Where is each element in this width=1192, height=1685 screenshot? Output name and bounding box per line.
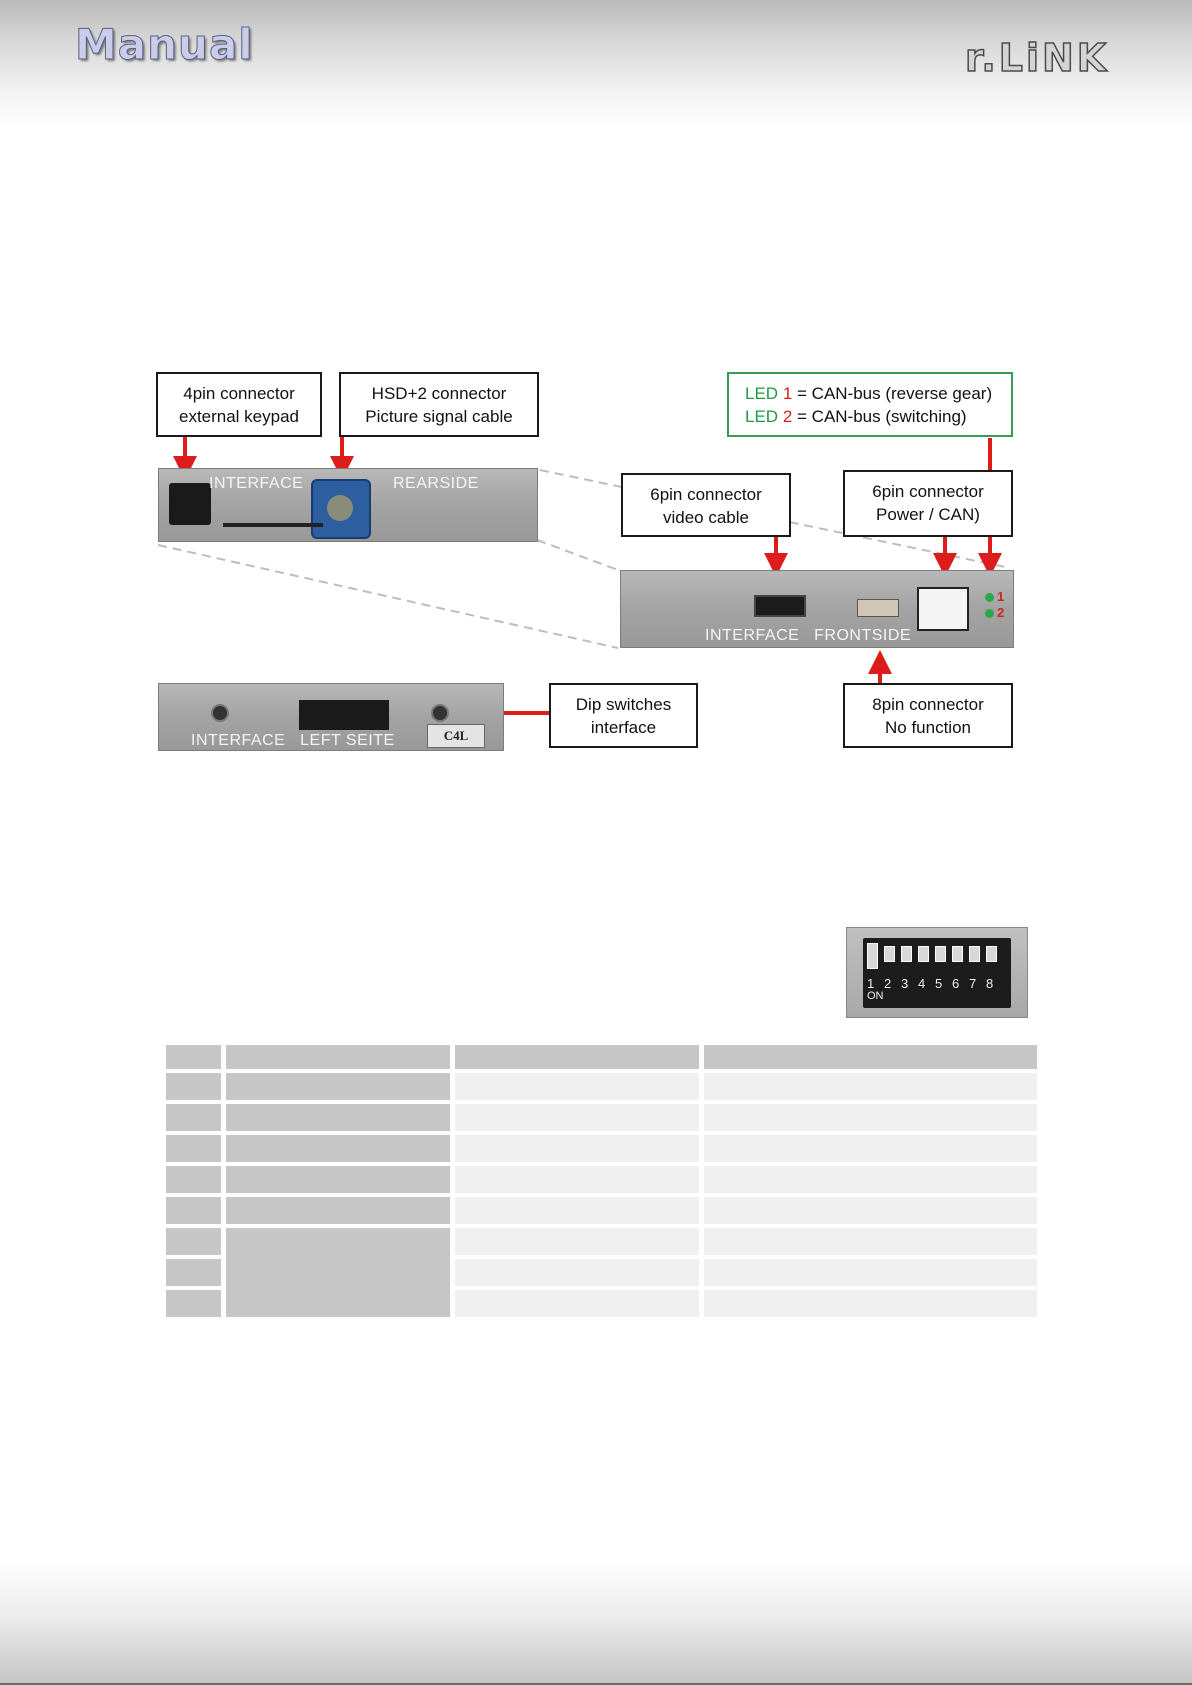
screw-left — [211, 704, 229, 722]
callout-led-legend: LED 1 = CAN-bus (reverse gear) LED 2 = C… — [727, 372, 1013, 437]
dip-switch-6 — [952, 946, 963, 962]
dip-number: 7 — [969, 976, 977, 991]
callout-dip-switches: Dip switches interface — [549, 683, 698, 748]
dip-switch-block — [299, 700, 389, 730]
dip-switch-4 — [918, 946, 929, 962]
dip-switch-5 — [935, 946, 946, 962]
dip-number: 3 — [901, 976, 909, 991]
panel-frontside: 1 2 INTERFACE FRONTSIDE — [620, 570, 1014, 648]
hsd-connector — [311, 479, 371, 539]
power-connector — [917, 587, 969, 631]
callout-8pin-nofunction: 8pin connector No function — [843, 683, 1013, 748]
8pin-connector — [857, 599, 899, 617]
rear-label-interface: INTERFACE — [209, 475, 304, 492]
led-1-label: 1 — [997, 589, 1005, 604]
page-header: Manual r.LiNK — [0, 0, 1192, 130]
panel-rearside: INTERFACE REARSIDE — [158, 468, 538, 542]
footer-line — [0, 1683, 1192, 1685]
led-2-label: 2 — [997, 605, 1005, 620]
dip-switch-7 — [969, 946, 980, 962]
table-header-row — [166, 1045, 1037, 1069]
callout-4pin-keypad: 4pin connector external keypad — [156, 372, 322, 437]
front-label: INTERFACE FRONTSIDE — [705, 627, 912, 644]
dip-switch-8 — [986, 946, 997, 962]
slot — [223, 523, 323, 527]
dip-switch-table — [161, 1041, 1042, 1321]
led-1 — [985, 593, 994, 602]
table-row — [166, 1228, 1037, 1317]
keypad-connector — [169, 483, 211, 525]
callout-hsd-connector: HSD+2 connector Picture signal cable — [339, 372, 539, 437]
callout-6pin-power: 6pin connector Power / CAN) — [843, 470, 1013, 537]
table-row — [166, 1135, 1037, 1162]
dip-number: 6 — [952, 976, 960, 991]
dip-number: 2 — [884, 976, 892, 991]
dip-switch-1 — [867, 943, 878, 969]
dip-number: 4 — [918, 976, 926, 991]
dip-number: 5 — [935, 976, 943, 991]
left-label: INTERFACE LEFT SEITE — [191, 732, 395, 749]
table-row — [166, 1104, 1037, 1131]
rear-label-rearside: REARSIDE — [393, 475, 479, 492]
dip-number: 8 — [986, 976, 994, 991]
table-row — [166, 1166, 1037, 1193]
rlink-logo: r.LiNK — [964, 35, 1110, 81]
callout-6pin-video: 6pin connector video cable — [621, 473, 791, 537]
table-row — [166, 1290, 1037, 1317]
dip-switch-photo: 1 2 3 4 5 6 7 8 ON — [846, 927, 1028, 1018]
table-row — [166, 1197, 1037, 1224]
led-2 — [985, 609, 994, 618]
panel-leftseite: C4L INTERFACE LEFT SEITE — [158, 683, 504, 751]
dip-switch-3 — [901, 946, 912, 962]
page-footer — [0, 1560, 1192, 1685]
manual-logo: Manual — [75, 20, 254, 70]
c4l-sticker: C4L — [427, 724, 485, 748]
dip-number: 1 — [867, 976, 875, 991]
dip-on-label: ON — [867, 990, 884, 1002]
screw-right — [431, 704, 449, 722]
video-connector — [754, 595, 806, 617]
table-row — [166, 1259, 1037, 1286]
dip-switch-2 — [884, 946, 895, 962]
table-row — [166, 1073, 1037, 1100]
